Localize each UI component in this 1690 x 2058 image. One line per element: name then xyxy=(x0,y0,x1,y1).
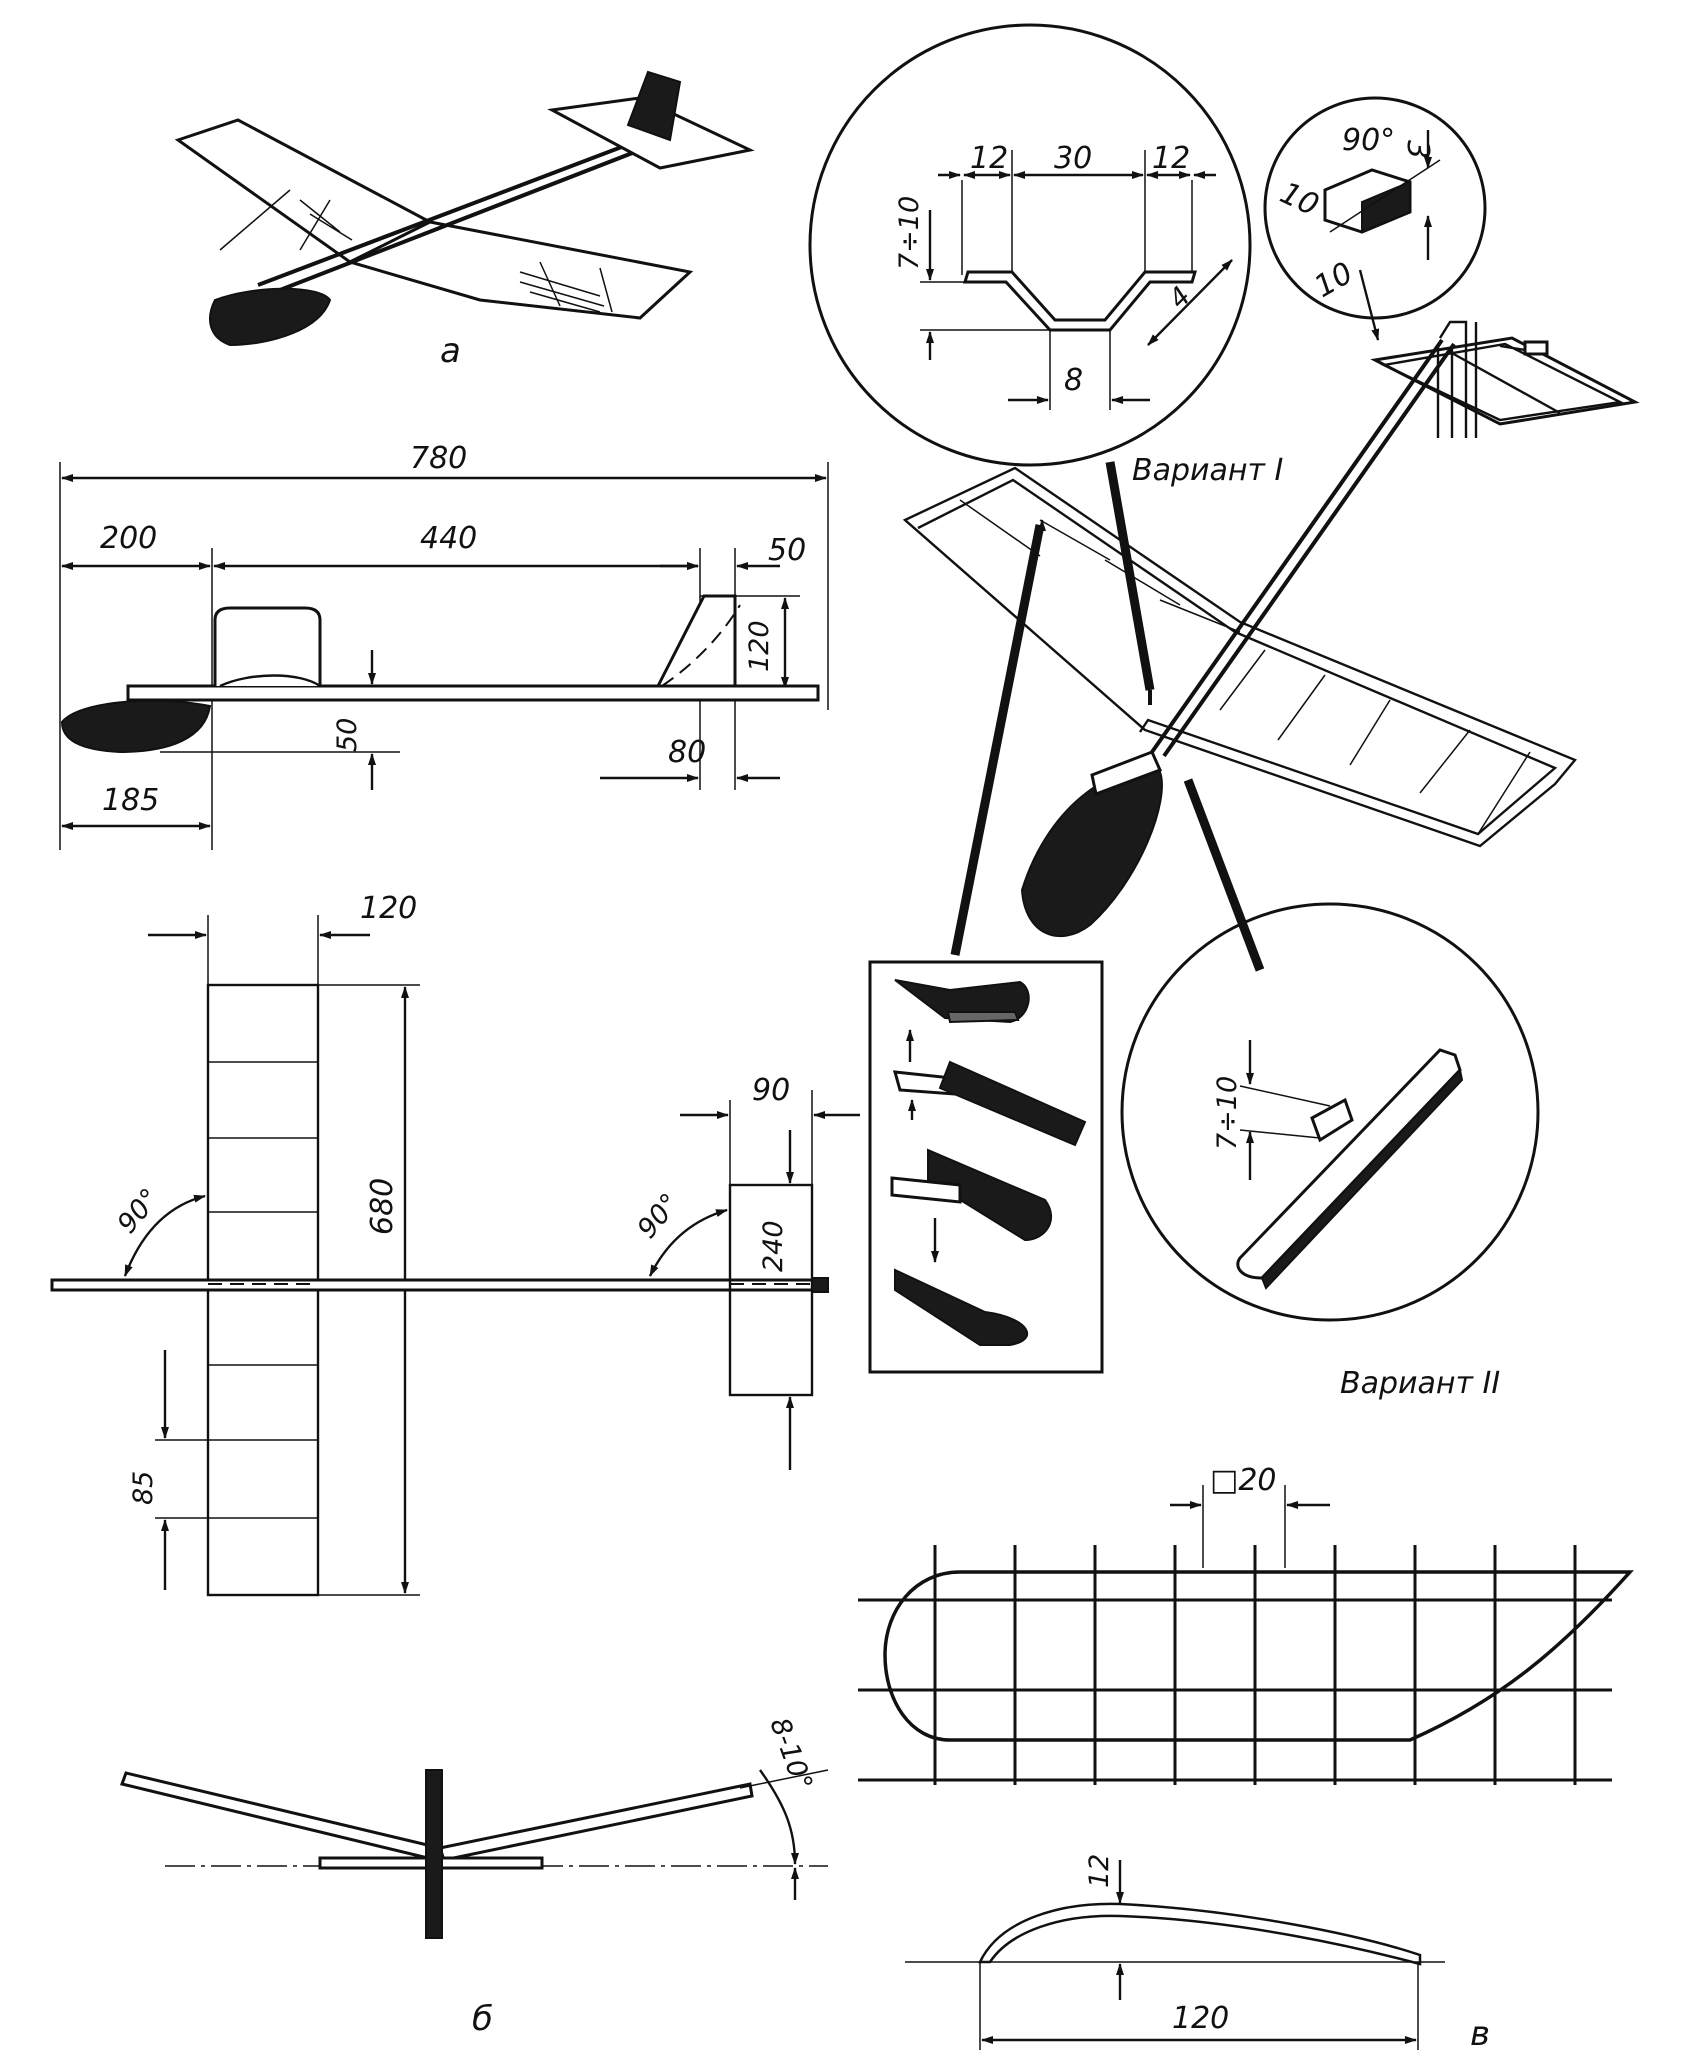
dim-120-chord: 120 xyxy=(360,891,417,926)
detail-dim-7-10: 7÷10 xyxy=(894,196,925,270)
dim-50-tail: 50 xyxy=(768,533,806,568)
isometric-frame: Вариант I xyxy=(902,320,1640,972)
detail-circle-3 xyxy=(1120,902,1540,1322)
detail-angle-90: 90° xyxy=(1342,123,1395,158)
mount-detail: 7÷10 Вариант II xyxy=(1120,902,1540,1401)
wing-joint-detail: 12 30 12 7÷10 4 8 xyxy=(808,23,1252,467)
profile-dim-120: 120 xyxy=(1172,2001,1229,2036)
plan-fuselage xyxy=(50,1278,824,1292)
dim-90-stab: 90 xyxy=(752,1073,790,1108)
side-wing-pylon xyxy=(213,606,322,686)
detail-dim-3: 3 xyxy=(1400,140,1435,159)
dim-440: 440 xyxy=(420,521,477,556)
side-view: 780 200 440 50 120 50 80 185 xyxy=(59,441,829,850)
dim-680: 680 xyxy=(365,1178,400,1235)
side-nose-weight xyxy=(60,699,212,754)
detail-dim-30: 30 xyxy=(1054,141,1092,176)
template-grid xyxy=(858,1545,1612,1785)
plan-view: 120 680 90° 90° 90 240 85 xyxy=(50,891,860,1597)
stab-joint-detail: 90° 3 10 10 xyxy=(1263,96,1487,341)
rib-profile xyxy=(978,1902,1422,1966)
side-fin xyxy=(655,594,737,688)
bending-steps-box xyxy=(868,960,1104,1374)
detail-v-profile xyxy=(962,270,1198,332)
plan-stabilizer xyxy=(728,1183,814,1397)
front-view-b: 8-10° б xyxy=(120,1714,829,2039)
template-outline xyxy=(883,1570,1634,1742)
side-fuselage xyxy=(126,684,820,702)
dim-80: 80 xyxy=(668,735,706,770)
sketch-wing-right xyxy=(345,220,694,320)
dim-200: 200 xyxy=(100,521,157,556)
angle-90-wing: 90° xyxy=(112,1183,167,1240)
dim-85: 85 xyxy=(128,1471,159,1505)
detail-dim-4: 4 xyxy=(1163,281,1197,315)
figure-label-b: б xyxy=(472,1999,493,2039)
dim-240: 240 xyxy=(758,1220,789,1272)
detail-dim-10-a: 10 xyxy=(1275,176,1324,224)
figure-label-a: а xyxy=(440,331,461,371)
detail-dim-12-right: 12 xyxy=(1152,141,1190,176)
profile-dim-12: 12 xyxy=(1084,1854,1115,1888)
iso-stabilizer xyxy=(1370,336,1640,426)
template-grid-20: □20 xyxy=(1210,1463,1277,1498)
detail-dim-12-left: 12 xyxy=(970,141,1008,176)
dim-780: 780 xyxy=(410,441,467,476)
label-variant-2: Вариант II xyxy=(1340,1366,1500,1401)
sketch-fuselage xyxy=(257,138,641,287)
dim-50-drop: 50 xyxy=(332,718,363,752)
front-wing-left xyxy=(120,1771,442,1862)
detail-circle-1 xyxy=(808,23,1252,467)
iso-fin xyxy=(1436,320,1478,438)
perspective-sketch-a: а xyxy=(174,70,755,371)
iso-wing xyxy=(902,466,1577,848)
iso-fuselage xyxy=(1150,338,1456,758)
front-fin xyxy=(425,1769,443,1939)
iso-nose-weight xyxy=(1020,768,1163,938)
detail-dim-10-b: 10 xyxy=(1309,256,1360,305)
mount-rail xyxy=(1236,1048,1462,1280)
dim-185: 185 xyxy=(102,783,159,818)
front-wing-right xyxy=(438,1782,754,1862)
detail-circle-2 xyxy=(1263,96,1487,320)
dim-120-fin: 120 xyxy=(744,620,775,672)
mount-dim-7-10: 7÷10 xyxy=(1212,1076,1243,1150)
figure-label-v: в xyxy=(1470,2014,1490,2054)
angle-dihedral: 8-10° xyxy=(763,1714,818,1795)
sketch-nose-weight xyxy=(209,287,332,347)
sketch-fin xyxy=(626,70,682,142)
steps-frame xyxy=(868,960,1104,1374)
rib-template-v: □20 12 120 в xyxy=(858,1463,1634,2054)
detail-dim-8: 8 xyxy=(1064,363,1083,398)
label-variant-1: Вариант I xyxy=(1132,453,1284,488)
